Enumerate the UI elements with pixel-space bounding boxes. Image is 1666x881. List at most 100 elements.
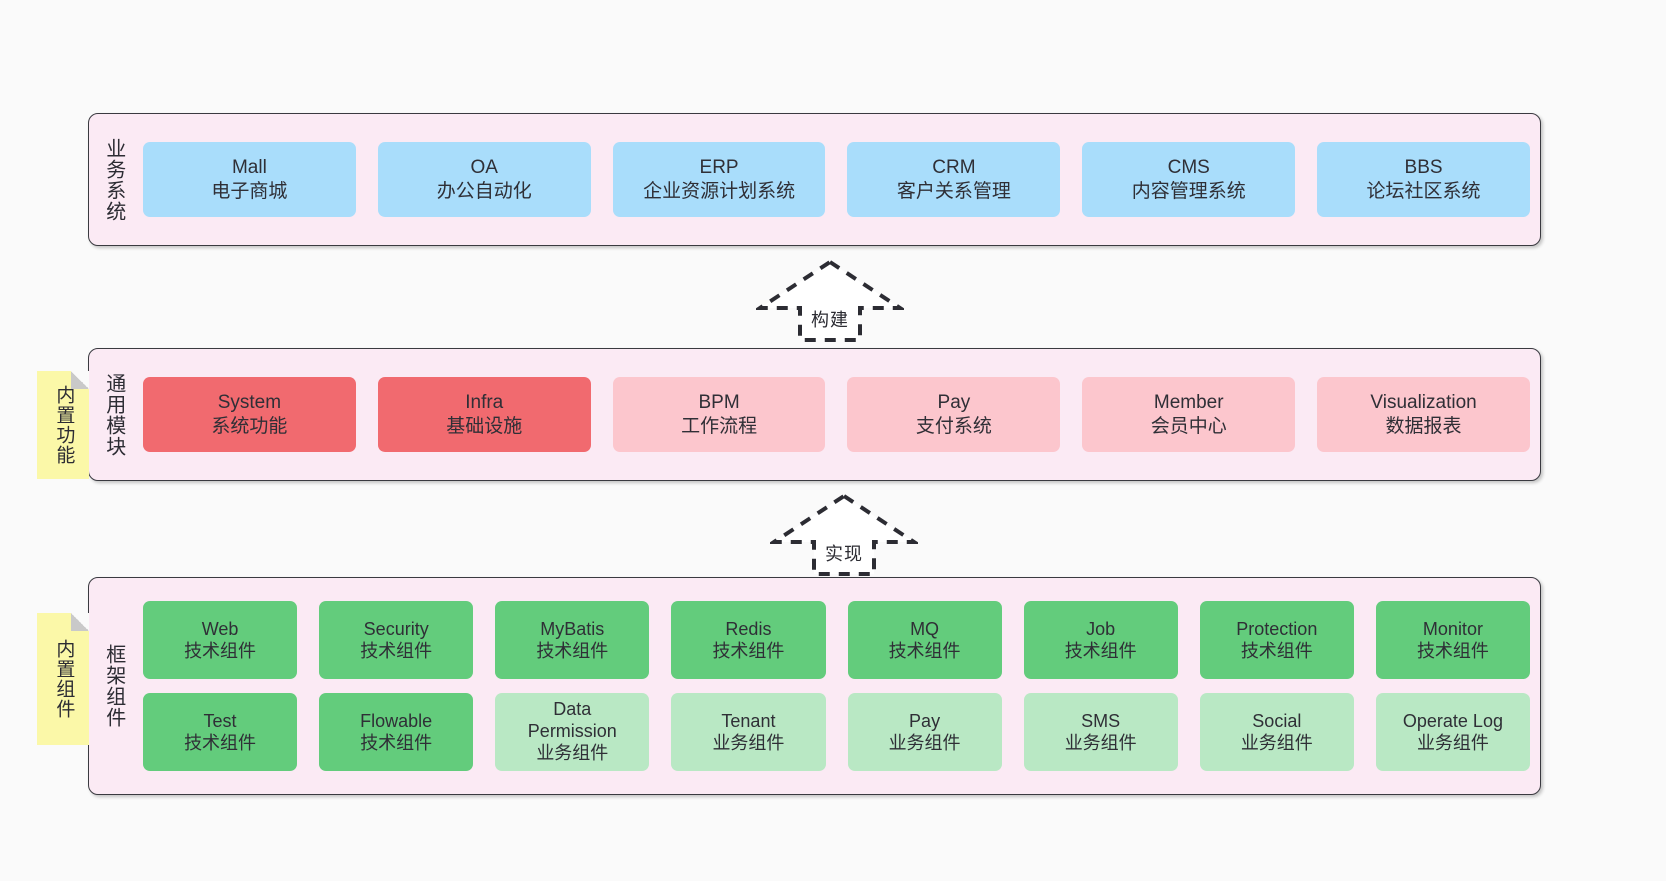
node-title: Social [1252,710,1302,731]
node-title: Visualization [1370,391,1477,413]
arrow-implement-label: 实现 [825,544,863,564]
arrow-implement-icon [770,493,918,576]
arrow-build: 构建 [756,258,904,342]
node-title: Pay [909,710,941,731]
node-subtitle: 业务组件 [536,743,609,764]
node-title: System [217,391,282,413]
node-subtitle: 支付系统 [915,415,992,437]
node-subtitle: 客户关系管理 [896,180,1011,202]
node-subtitle: 技术组件 [888,641,961,661]
node-subtitle: 办公自动化 [436,180,532,202]
node-flowable[interactable]: Flowable 技术组件 [319,693,474,771]
node-subtitle: 技术组件 [360,733,433,753]
layer-title-business: 业务系统 [102,137,125,222]
node-bbs[interactable]: BBS 论坛社区系统 [1317,142,1530,217]
node-title: Web [201,618,239,639]
node-title: Security [363,618,429,639]
node-title: Protection [1236,618,1318,639]
layer-framework-components: 框架组件 Web 技术组件 Security 技术组件 MyBatis 技术组件… [88,577,1541,795]
node-subtitle: 技术组件 [1240,641,1313,661]
node-subtitle: 技术组件 [712,641,785,661]
node-subtitle: 业务组件 [1064,733,1137,753]
node-subtitle: 技术组件 [536,641,609,661]
node-subtitle: 系统功能 [211,415,288,437]
node-title: Tenant [721,710,776,731]
node-subtitle: 基础设施 [446,415,523,437]
node-title: Job [1086,618,1116,639]
node-title: Test [203,710,237,731]
node-web[interactable]: Web 技术组件 [143,601,298,679]
note-builtin-functions: 内置功能 [37,371,89,479]
node-protection[interactable]: Protection 技术组件 [1199,601,1354,679]
node-security[interactable]: Security 技术组件 [319,601,474,679]
node-title: CMS [1167,156,1210,178]
node-monitor[interactable]: Monitor 技术组件 [1375,601,1530,679]
node-subtitle: 工作流程 [681,415,758,437]
node-subtitle: 业务组件 [1416,733,1489,753]
layer-row: Mall 电子商城 OA 办公自动化 ERP 企业资源计划系统 CRM 客户关系… [143,142,1530,217]
node-crm[interactable]: CRM 客户关系管理 [847,142,1061,217]
node-title: BPM [698,391,740,413]
node-mall[interactable]: Mall 电子商城 [143,142,356,217]
node-system[interactable]: System 系统功能 [143,377,356,452]
node-title: MQ [910,618,940,639]
node-mybatis[interactable]: MyBatis 技术组件 [495,601,650,679]
node-subtitle: 技术组件 [1416,641,1489,661]
node-title: Redis [725,618,772,639]
node-title: Member [1153,391,1224,413]
node-subtitle: 技术组件 [184,641,257,661]
node-operate-log[interactable]: Operate Log 业务组件 [1375,693,1530,771]
node-erp[interactable]: ERP 企业资源计划系统 [612,142,826,217]
node-job[interactable]: Job 技术组件 [1023,601,1178,679]
arrow-build-label: 构建 [811,310,849,330]
node-mq[interactable]: MQ 技术组件 [847,601,1002,679]
node-title: MyBatis [540,618,605,639]
node-visualization[interactable]: Visualization 数据报表 [1317,377,1530,452]
node-subtitle: 论坛社区系统 [1366,180,1481,202]
node-bpm[interactable]: BPM 工作流程 [612,377,826,452]
node-data-permission[interactable]: Data Permission 业务组件 [495,693,650,771]
node-subtitle: 电子商城 [211,180,288,202]
node-pay-component[interactable]: Pay 业务组件 [847,693,1002,771]
node-subtitle: 技术组件 [184,733,257,753]
layer-row: Test 技术组件 Flowable 技术组件 Data Permission … [143,693,1530,771]
node-subtitle: 技术组件 [360,641,433,661]
layer-body-framework: Web 技术组件 Security 技术组件 MyBatis 技术组件 Redi… [137,578,1540,794]
node-title: Operate Log [1402,710,1503,731]
node-infra[interactable]: Infra 基础设施 [377,377,591,452]
arrow-implement: 实现 [770,492,918,576]
arrow-build-icon [756,259,904,342]
node-title: Data Permission [527,699,617,741]
node-pay-module[interactable]: Pay 支付系统 [847,377,1061,452]
layer-title-modules: 通用模块 [102,372,125,457]
node-title: SMS [1081,710,1121,731]
node-title: Mall [231,156,267,178]
layer-title-framework: 框架组件 [102,644,125,728]
node-sms[interactable]: SMS 业务组件 [1023,693,1178,771]
layer-row: Web 技术组件 Security 技术组件 MyBatis 技术组件 Redi… [143,601,1530,679]
node-title: OA [470,156,498,178]
node-title: Infra [465,391,504,413]
layer-business-systems: 业务系统 Mall 电子商城 OA 办公自动化 ERP 企业资源计划系统 CRM… [88,113,1541,246]
node-test[interactable]: Test 技术组件 [143,693,298,771]
node-social[interactable]: Social 业务组件 [1199,693,1354,771]
node-subtitle: 业务组件 [1240,733,1313,753]
node-subtitle: 技术组件 [1064,641,1137,661]
node-subtitle: 业务组件 [888,733,961,753]
layer-row: System 系统功能 Infra 基础设施 BPM 工作流程 Pay 支付系统… [143,377,1530,452]
node-member[interactable]: Member 会员中心 [1082,377,1296,452]
node-title: Monitor [1422,618,1483,639]
node-redis[interactable]: Redis 技术组件 [671,601,826,679]
node-subtitle: 内容管理系统 [1131,180,1246,202]
layer-common-modules: 通用模块 System 系统功能 Infra 基础设施 BPM 工作流程 Pay… [88,348,1541,481]
node-title: BBS [1404,156,1443,178]
note-builtin-components: 内置组件 [37,613,89,745]
node-oa[interactable]: OA 办公自动化 [377,142,591,217]
node-title: Pay [937,391,971,413]
node-tenant[interactable]: Tenant 业务组件 [671,693,826,771]
layer-body-business: Mall 电子商城 OA 办公自动化 ERP 企业资源计划系统 CRM 客户关系… [137,114,1540,245]
node-cms[interactable]: CMS 内容管理系统 [1082,142,1296,217]
layer-body-modules: System 系统功能 Infra 基础设施 BPM 工作流程 Pay 支付系统… [137,349,1540,480]
node-title: CRM [932,156,976,178]
